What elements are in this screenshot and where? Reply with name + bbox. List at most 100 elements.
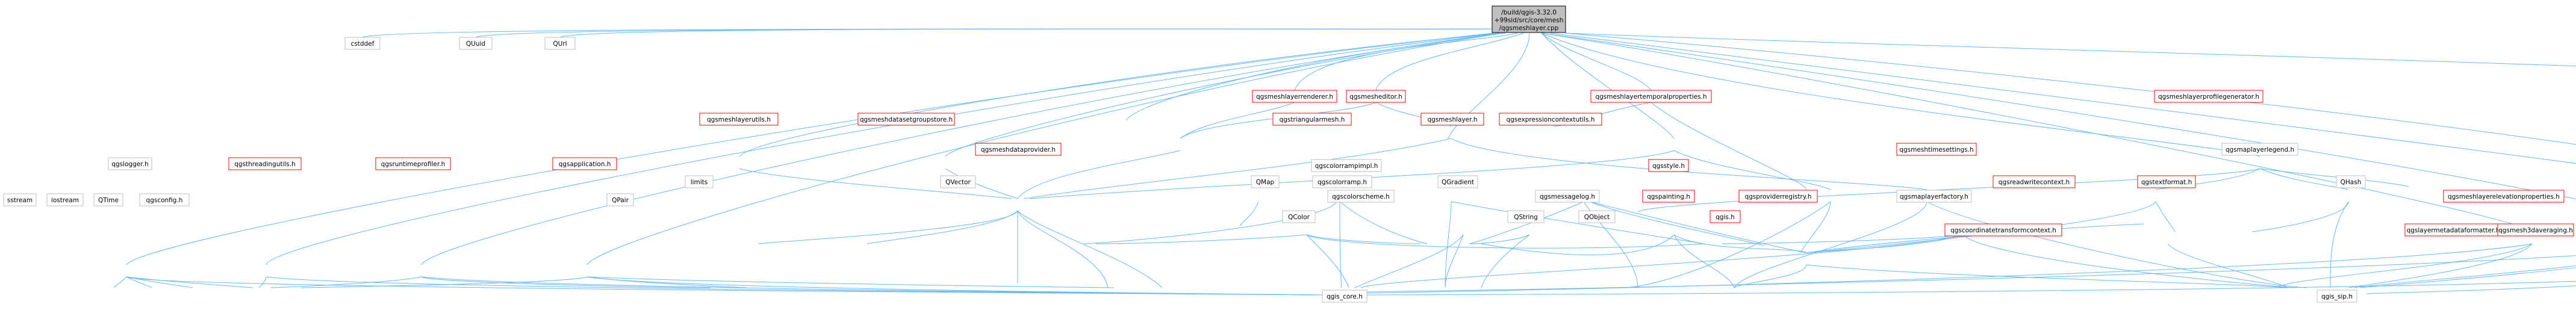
- node-qgsconfig-h[interactable]: qgsconfig.h: [139, 193, 190, 206]
- svg-text:qgsmesheditor.h: qgsmesheditor.h: [1349, 93, 1402, 101]
- svg-text:qgis_core.h: qgis_core.h: [1327, 293, 1363, 300]
- node-qgsstyle-h[interactable]: qgsstyle.h: [1648, 159, 1689, 172]
- svg-text:qgsmeshlayerprofilegenerator.h: qgsmeshlayerprofilegenerator.h: [2158, 93, 2259, 101]
- svg-text:qgis.h: qgis.h: [1716, 214, 1735, 221]
- node-qgspainting-h[interactable]: qgspainting.h: [1642, 190, 1695, 203]
- node-qgstextformat-h[interactable]: qgstextformat.h: [2137, 175, 2196, 188]
- svg-text:QUuid: QUuid: [466, 40, 485, 48]
- node-qgsmeshlayertemporalproperties-h[interactable]: qgsmeshlayertemporalproperties.h: [1590, 90, 1712, 103]
- node-qgsreadwritecontext-h[interactable]: qgsreadwritecontext.h: [1993, 175, 2076, 188]
- node-qobject[interactable]: QObject: [1578, 210, 1616, 223]
- node-qgsmeshlayer-h[interactable]: qgsmeshlayer.h: [1420, 113, 1484, 126]
- node-qgis-h[interactable]: qgis.h: [1710, 210, 1741, 223]
- node-qgradient[interactable]: QGradient: [1437, 175, 1478, 188]
- node-qgsruntimeprofiler-h[interactable]: qgsruntimeprofiler.h: [375, 157, 451, 170]
- node-quuid[interactable]: QUuid: [459, 37, 493, 50]
- node-qgsproviderregistry-h[interactable]: qgsproviderregistry.h: [1738, 190, 1818, 203]
- node-qgsmaplayerfactory-h[interactable]: qgsmaplayerfactory.h: [1896, 190, 1972, 203]
- node-qpair[interactable]: QPair: [606, 193, 634, 206]
- svg-text:qgsmeshdatasetgroupstore.h: qgsmeshdatasetgroupstore.h: [860, 116, 953, 123]
- node-qgsmesheditor-h[interactable]: qgsmesheditor.h: [1346, 90, 1406, 103]
- node-qgscoordinatetransformcontext-h[interactable]: qgscoordinatetransformcontext.h: [1944, 223, 2062, 237]
- svg-text:iostream: iostream: [51, 197, 79, 204]
- svg-text:qgstriangularmesh.h: qgstriangularmesh.h: [1280, 116, 1345, 123]
- svg-text:qgscolorrampimpl.h: qgscolorrampimpl.h: [1315, 163, 1378, 170]
- svg-text:+99sid/src/core/mesh: +99sid/src/core/mesh: [1495, 17, 1564, 24]
- svg-text:QGradient: QGradient: [1442, 179, 1474, 186]
- svg-text:qgscoordinatetransformcontext.: qgscoordinatetransformcontext.h: [1950, 227, 2056, 234]
- node-qstring[interactable]: QString: [1507, 210, 1545, 223]
- svg-text:qgsmeshtimesettings.h: qgsmeshtimesettings.h: [1899, 146, 1973, 153]
- svg-text:QObject: QObject: [1584, 214, 1610, 221]
- node-qgsmeshlayerelevationproperties-h[interactable]: qgsmeshlayerelevationproperties.h: [2443, 190, 2565, 203]
- svg-text:qgsmeshdataprovider.h: qgsmeshdataprovider.h: [981, 146, 1056, 153]
- svg-text:QUrl: QUrl: [553, 40, 567, 48]
- svg-text:qgscolorscheme.h: qgscolorscheme.h: [1332, 193, 1390, 200]
- svg-text:qgsapplication.h: qgsapplication.h: [559, 161, 611, 168]
- svg-text:qgsmessagelog.h: qgsmessagelog.h: [1540, 193, 1595, 200]
- svg-text:/build/qgis-3.32.0: /build/qgis-3.32.0: [1501, 9, 1557, 16]
- svg-text:qgsreadwritecontext.h: qgsreadwritecontext.h: [1999, 179, 2070, 186]
- svg-text:qgsmeshlayerelevationpropertie: qgsmeshlayerelevationproperties.h: [2448, 193, 2560, 200]
- node-qgslogger-h[interactable]: qgslogger.h: [108, 157, 152, 170]
- svg-text:qgsmaplayerlegend.h: qgsmaplayerlegend.h: [2226, 146, 2294, 153]
- node-cstddef[interactable]: cstddef: [344, 37, 381, 50]
- node-iostream[interactable]: iostream: [46, 193, 84, 206]
- node-qgsmeshdatasetgroupstore-h[interactable]: qgsmeshdatasetgroupstore.h: [857, 113, 955, 126]
- node-qhash[interactable]: QHash: [2336, 175, 2366, 188]
- svg-text:qgsmaplayerfactory.h: qgsmaplayerfactory.h: [1900, 193, 1968, 200]
- node-qmap[interactable]: QMap: [1251, 175, 1280, 188]
- node-qgsmeshlayerrenderer-h[interactable]: qgsmeshlayerrenderer.h: [1252, 90, 1337, 103]
- svg-text:qgsruntimeprofiler.h: qgsruntimeprofiler.h: [381, 161, 446, 168]
- node-root-qgsmeshlayer-cpp[interactable]: /build/qgis-3.32.0 +99sid/src/core/mesh …: [1492, 5, 1566, 33]
- node-qurl[interactable]: QUrl: [544, 37, 576, 50]
- svg-text:QColor: QColor: [1288, 214, 1310, 221]
- svg-text:QVector: QVector: [945, 179, 971, 186]
- svg-text:qgslayermetadataformatter.h: qgslayermetadataformatter.h: [2407, 227, 2500, 234]
- node-limits[interactable]: limits: [685, 175, 714, 188]
- node-qgsexpressioncontextutils-h[interactable]: qgsexpressioncontextutils.h: [1499, 113, 1602, 126]
- nodes: /build/qgis-3.32.0 +99sid/src/core/mesh …: [3, 5, 2574, 303]
- node-qgscolorramp-h[interactable]: qgscolorramp.h: [1312, 175, 1372, 188]
- node-qgsmeshlayerprofilegenerator-h[interactable]: qgsmeshlayerprofilegenerator.h: [2154, 90, 2263, 103]
- svg-text:qgsmesh3daveraging.h: qgsmesh3daveraging.h: [2498, 227, 2573, 234]
- node-qgslayermetadataformatter-h[interactable]: qgslayermetadataformatter.h: [2404, 223, 2502, 237]
- svg-text:QString: QString: [1514, 214, 1538, 221]
- node-qgscolorrampimpl-h[interactable]: qgscolorrampimpl.h: [1311, 159, 1382, 172]
- node-qgstriangularmesh-h[interactable]: qgstriangularmesh.h: [1272, 113, 1352, 126]
- svg-text:QMap: QMap: [1256, 179, 1275, 186]
- svg-text:qgsconfig.h: qgsconfig.h: [146, 197, 183, 204]
- node-qcolor[interactable]: QColor: [1282, 210, 1316, 223]
- node-qgsmesh3daveraging-h[interactable]: qgsmesh3daveraging.h: [2497, 223, 2574, 237]
- svg-text:qgsmeshlayerrenderer.h: qgsmeshlayerrenderer.h: [1256, 93, 1333, 101]
- node-qgsmeshdataprovider-h[interactable]: qgsmeshdataprovider.h: [975, 143, 1062, 156]
- node-qgis-sip-h[interactable]: qgis_sip.h: [2316, 290, 2357, 303]
- edges: [114, 28, 2576, 296]
- svg-text:qgsmeshlayer.h: qgsmeshlayer.h: [1428, 116, 1478, 123]
- svg-text:limits: limits: [691, 179, 708, 186]
- svg-text:qgis_sip.h: qgis_sip.h: [2321, 293, 2353, 300]
- svg-text:qgsstyle.h: qgsstyle.h: [1652, 163, 1685, 170]
- svg-text:QTime: QTime: [98, 197, 119, 204]
- node-qgis-core-h[interactable]: qgis_core.h: [1322, 290, 1367, 303]
- svg-text:qgslogger.h: qgslogger.h: [111, 161, 148, 168]
- svg-text:qgsthreadingutils.h: qgsthreadingutils.h: [234, 161, 296, 168]
- node-qgsmaplayerlegend-h[interactable]: qgsmaplayerlegend.h: [2221, 143, 2298, 156]
- node-qvector[interactable]: QVector: [940, 175, 976, 188]
- node-qgsmeshlayerutils-h[interactable]: qgsmeshlayerutils.h: [699, 113, 779, 126]
- svg-text:qgsproviderregistry.h: qgsproviderregistry.h: [1744, 193, 1811, 200]
- node-sstream[interactable]: sstream: [3, 193, 37, 206]
- svg-text:qgsmeshlayerutils.h: qgsmeshlayerutils.h: [707, 116, 771, 123]
- svg-text:QPair: QPair: [612, 197, 629, 204]
- node-qgscolorscheme-h[interactable]: qgscolorscheme.h: [1327, 190, 1395, 203]
- node-qgsmessagelog-h[interactable]: qgsmessagelog.h: [1535, 190, 1600, 203]
- svg-text:qgsexpressioncontextutils.h: qgsexpressioncontextutils.h: [1506, 116, 1594, 123]
- node-qtime[interactable]: QTime: [93, 193, 123, 206]
- svg-text:sstream: sstream: [7, 197, 33, 204]
- svg-text:qgscolorramp.h: qgscolorramp.h: [1318, 179, 1367, 186]
- node-qgsapplication-h[interactable]: qgsapplication.h: [552, 157, 617, 170]
- svg-text:qgsmeshlayertemporalproperties: qgsmeshlayertemporalproperties.h: [1595, 93, 1706, 101]
- node-qgsthreadingutils-h[interactable]: qgsthreadingutils.h: [228, 157, 302, 170]
- node-qgsmeshtimesettings-h[interactable]: qgsmeshtimesettings.h: [1896, 143, 1977, 156]
